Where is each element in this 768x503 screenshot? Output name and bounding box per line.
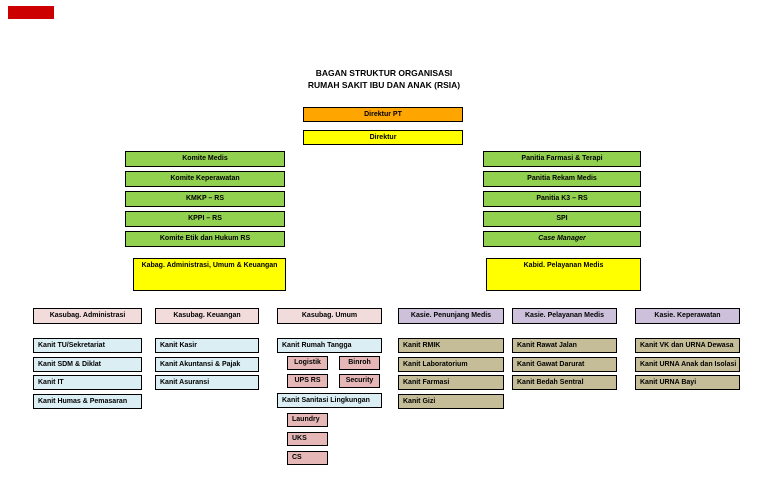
- unit-box-akuntansi-pajak: Kanit Akuntansi & Pajak: [155, 357, 259, 372]
- unit-box-sanitasi-lingkungan: Kanit Sanitasi Lingkungan: [277, 393, 382, 408]
- section-header-kasubag-umum: Kasubag. Umum: [277, 308, 382, 324]
- unit-box-kasir: Kanit Kasir: [155, 338, 259, 353]
- red-mark: [8, 6, 54, 19]
- unit-box-sdm-diklat: Kanit SDM & Diklat: [33, 357, 142, 372]
- unit-box-asuransi: Kanit Asuransi: [155, 375, 259, 390]
- section-header-kasubag-administrasi: Kasubag. Administrasi: [33, 308, 142, 324]
- box-direktur: Direktur: [303, 130, 463, 145]
- sub-unit-box-ups-rs: UPS RS: [287, 374, 328, 388]
- sub-unit-box-cs: CS: [287, 451, 328, 465]
- box-kabid-pelayanan-medis: Kabid. Pelayanan Medis: [486, 258, 641, 291]
- sub-unit-box-laundry: Laundry: [287, 413, 328, 427]
- unit-box-rmik: Kanit RMIK: [398, 338, 504, 353]
- unit-box-gawat-darurat: Kanit Gawat Darurat: [512, 357, 617, 372]
- unit-box-bedah-sentral: Kanit Bedah Sentral: [512, 375, 617, 390]
- unit-box-humas-pemasaran: Kanit Humas & Pemasaran: [33, 394, 142, 409]
- page-title-line1: BAGAN STRUKTUR ORGANISASI: [315, 68, 453, 78]
- committee-box-panitia-k3-rs: Panitia K3 – RS: [483, 191, 641, 207]
- section-header-kasie-keperawatan: Kasie. Keperawatan: [635, 308, 740, 324]
- committee-box-spi: SPI: [483, 211, 641, 227]
- unit-box-rawat-jalan: Kanit Rawat Jalan: [512, 338, 617, 353]
- page-title: BAGAN STRUKTUR ORGANISASI RUMAH SAKIT IB…: [0, 67, 768, 91]
- unit-box-tu-sekretariat: Kanit TU/Sekretariat: [33, 338, 142, 353]
- committee-box-komite-keperawatan: Komite Keperawatan: [125, 171, 285, 187]
- committee-box-case-manager: Case Manager: [483, 231, 641, 247]
- section-header-kasubag-keuangan: Kasubag. Keuangan: [155, 308, 259, 324]
- unit-box-vk-urna-dewasa: Kanit VK dan URNA Dewasa: [635, 338, 740, 353]
- page-title-line2: RUMAH SAKIT IBU DAN ANAK (RSIA): [307, 80, 461, 90]
- committee-box-komite-medis: Komite Medis: [125, 151, 285, 167]
- sub-unit-box-binroh: Binroh: [339, 356, 380, 370]
- committee-box-panitia-rekam-medis: Panitia Rekam Medis: [483, 171, 641, 187]
- section-header-kasie-pelayanan-medis: Kasie. Pelayanan Medis: [512, 308, 617, 324]
- committee-box-komite-etik: Komite Etik dan Hukum RS: [125, 231, 285, 247]
- sub-unit-box-security: Security: [339, 374, 380, 388]
- unit-box-gizi: Kanit Gizi: [398, 394, 504, 409]
- committee-box-kppi-rs: KPPI – RS: [125, 211, 285, 227]
- unit-box-farmasi: Kanit Farmasi: [398, 375, 504, 390]
- sub-unit-box-logistik: Logistik: [287, 356, 328, 370]
- box-direktur-pt: Direktur PT: [303, 107, 463, 122]
- unit-box-laboratorium: Kanit Laboratorium: [398, 357, 504, 372]
- committee-box-kmkp-rs: KMKP – RS: [125, 191, 285, 207]
- unit-box-it: Kanit IT: [33, 375, 142, 390]
- box-kabag-administrasi-umum-keuangan: Kabag. Administrasi, Umum & Keuangan: [133, 258, 286, 291]
- section-header-kasie-penunjang-medis: Kasie. Penunjang Medis: [398, 308, 504, 324]
- committee-box-panitia-farmasi-terapi: Panitia Farmasi & Terapi: [483, 151, 641, 167]
- sub-unit-box-uks: UKS: [287, 432, 328, 446]
- unit-box-urna-bayi: Kanit URNA Bayi: [635, 375, 740, 390]
- unit-box-rumah-tangga: Kanit Rumah Tangga: [277, 338, 382, 353]
- unit-box-urna-anak-isolasi: Kanit URNA Anak dan Isolasi: [635, 357, 740, 372]
